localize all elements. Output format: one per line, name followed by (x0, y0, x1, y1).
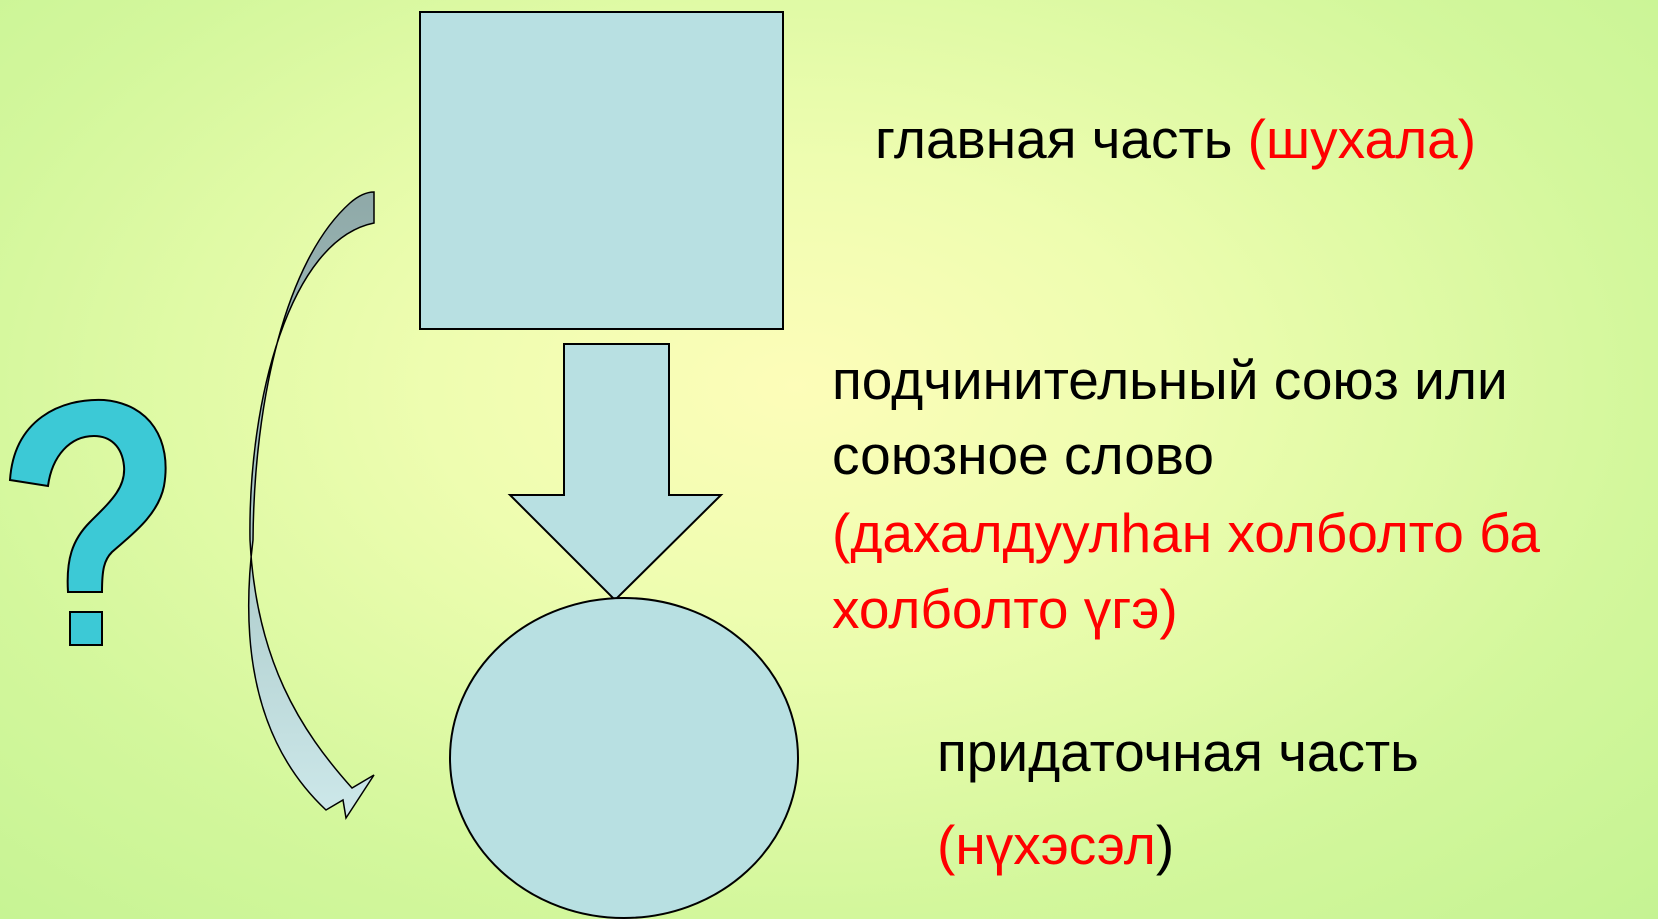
subordinate-clause-circle (449, 597, 799, 919)
main-clause-label: главная часть (шухала) (875, 112, 1476, 167)
question-mark-icon (8, 398, 167, 646)
curved-arrow-icon (248, 191, 375, 821)
subordinate-clause-translation: (нүхэсэл) (937, 818, 1174, 873)
conjunction-label-line1: подчинительный союз или (832, 349, 1508, 411)
conjunction-label-line2: союзное слово (832, 424, 1214, 486)
subordinate-translation-text: (нүхэсэл (937, 814, 1156, 876)
subordinate-close-paren: ) (1155, 814, 1175, 876)
down-arrow-icon (507, 343, 724, 602)
main-clause-translation: (шухала) (1247, 108, 1477, 170)
main-clause-text: главная часть (875, 108, 1233, 170)
conjunction-translation-line2: холболто үгэ) (832, 578, 1178, 640)
conjunction-translation-line1: (дахалдуулhан холболто ба (832, 502, 1540, 564)
subordinate-clause-label: придаточная часть (937, 721, 1419, 783)
main-clause-square (419, 11, 784, 330)
